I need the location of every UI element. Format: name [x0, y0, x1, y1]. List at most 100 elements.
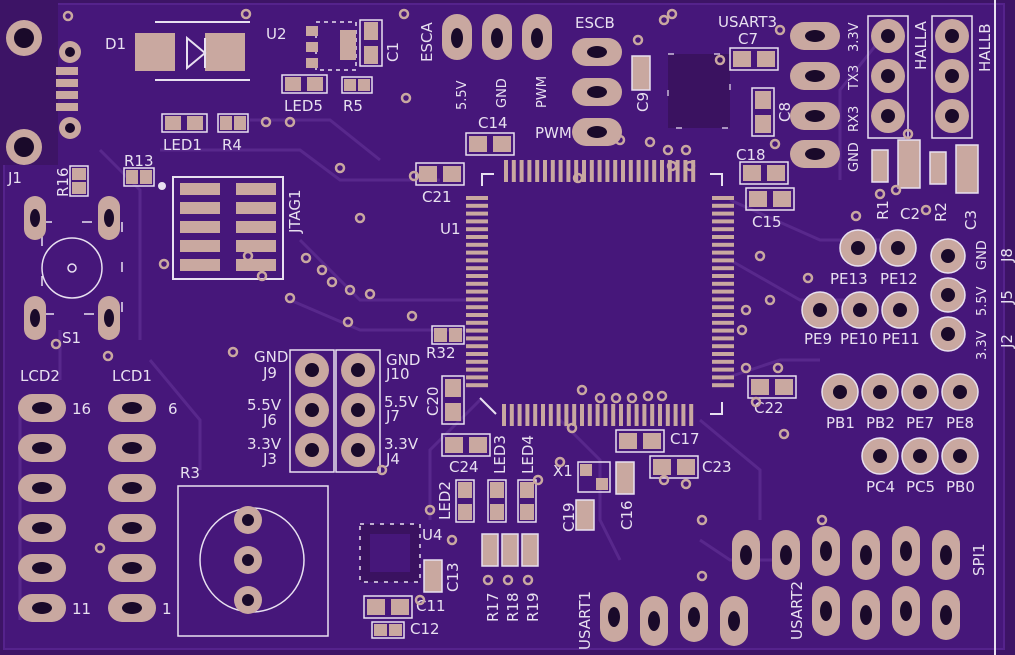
mcu-pin — [613, 160, 618, 182]
mcu-pin — [466, 281, 488, 286]
via — [850, 210, 862, 222]
via — [256, 270, 268, 282]
label-led3: LED3 — [491, 435, 509, 474]
label-j5-55v: 5.5V — [975, 286, 990, 316]
via — [774, 24, 786, 36]
via — [750, 396, 762, 408]
label-c8: C8 — [776, 102, 794, 122]
label-j9: J9 — [262, 364, 277, 382]
mcu-pin — [589, 160, 594, 182]
via — [424, 504, 436, 516]
c11 — [363, 595, 413, 619]
label-c16: C16 — [618, 500, 636, 530]
mcu-pin — [466, 235, 488, 239]
lcd2-header — [18, 394, 66, 622]
label-r19: R19 — [524, 592, 542, 622]
label-j3: J3 — [262, 450, 277, 468]
label-j4: J4 — [385, 450, 400, 468]
mcu-pin — [650, 404, 655, 426]
c9 — [631, 55, 651, 91]
c1-capacitor — [359, 19, 383, 67]
mcu-pin — [466, 305, 488, 310]
label-pc4: PC4 — [866, 478, 895, 496]
via — [376, 464, 388, 476]
r17-r18-r19 — [481, 533, 539, 567]
mcu-pin — [712, 289, 734, 294]
label-c24: C24 — [449, 458, 479, 476]
via — [662, 144, 674, 156]
c2 — [897, 139, 921, 189]
via — [400, 92, 412, 104]
mcu-pin — [621, 160, 625, 182]
label-c9: C9 — [634, 92, 652, 112]
label-lcd1-6: 6 — [168, 400, 178, 418]
mcu-pin — [712, 359, 734, 364]
j10-j7-j4-header — [335, 349, 381, 473]
mcu-pin — [550, 160, 555, 182]
mcu-pin — [519, 160, 524, 182]
label-j7-55v: 5.5V — [384, 393, 419, 411]
mcu-pin — [466, 274, 488, 278]
mcu-pin — [626, 404, 631, 426]
halla-header — [867, 15, 909, 139]
label-r5: R5 — [343, 97, 363, 115]
label-r1: R1 — [874, 200, 892, 220]
r2 — [929, 151, 947, 185]
usart2-header — [812, 586, 960, 640]
label-u2: U2 — [266, 25, 287, 43]
mcu-pin — [466, 211, 488, 216]
usart1-header — [600, 592, 748, 646]
mcu-pin — [558, 160, 563, 182]
c19 — [575, 499, 595, 531]
mcu-pin — [466, 359, 488, 364]
via — [614, 134, 626, 146]
mcu-pin — [611, 404, 616, 426]
c3 — [955, 144, 979, 194]
mcu-pin — [675, 160, 680, 182]
mcu-pin — [466, 266, 488, 271]
via — [666, 160, 678, 172]
c16 — [615, 461, 635, 495]
label-c13: C13 — [444, 562, 462, 592]
via — [227, 346, 239, 358]
label-j8-gnd: GND — [975, 240, 990, 270]
mcu-pin — [548, 404, 553, 426]
u4-chip — [359, 523, 421, 583]
mcu-pin — [466, 258, 488, 263]
via — [769, 138, 781, 150]
mcu-pin — [712, 328, 734, 333]
mcu-pin — [466, 336, 488, 341]
label-escb-pwm: PWM — [535, 124, 572, 142]
label-c12: C12 — [410, 620, 440, 638]
mcu-pin — [712, 242, 734, 247]
mcu-pin — [580, 404, 584, 426]
label-j9-gnd: GND — [254, 348, 288, 366]
label-j8: J8 — [998, 248, 1015, 263]
label-c1: C1 — [384, 42, 402, 62]
s1-switch — [24, 196, 123, 340]
label-pe8: PE8 — [946, 414, 974, 432]
label-c7: C7 — [738, 30, 758, 48]
mcu-pin — [466, 352, 488, 356]
mcu-pin — [566, 160, 571, 182]
c20 — [441, 375, 465, 425]
label-j2-33v: 3.3V — [975, 330, 990, 360]
via — [532, 474, 544, 486]
mcu-pin — [712, 258, 734, 263]
label-r18: R18 — [504, 592, 522, 622]
label-j6-55v: 5.5V — [247, 396, 282, 414]
via — [696, 514, 708, 526]
label-lcd2: LCD2 — [20, 367, 60, 385]
mcu-pin — [466, 375, 488, 380]
label-c20: C20 — [424, 386, 442, 416]
via — [300, 252, 312, 264]
via — [714, 54, 726, 66]
label-pe13: PE13 — [830, 270, 868, 288]
mcu-pin — [712, 235, 734, 239]
jtag1-header — [158, 176, 284, 280]
mcu-pin — [712, 383, 734, 388]
via — [354, 212, 366, 224]
mcu-pin — [605, 160, 610, 182]
via — [658, 14, 670, 26]
mcu-pin — [712, 313, 734, 317]
